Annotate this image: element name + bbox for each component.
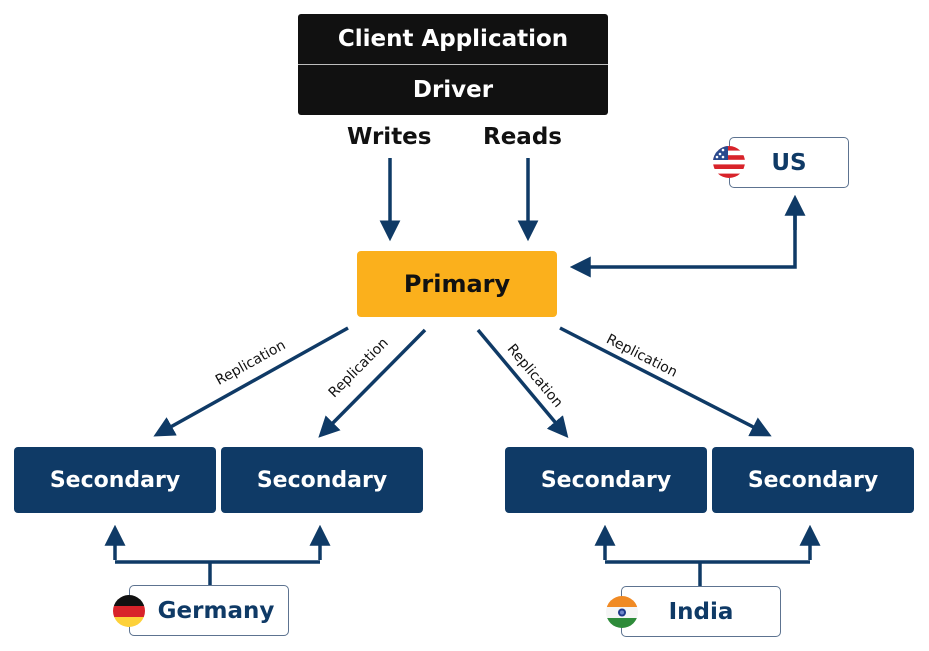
replication-arrow-2 xyxy=(318,328,427,438)
region-india-label: India xyxy=(668,598,734,625)
primary-node[interactable]: Primary xyxy=(357,251,557,317)
region-india-box[interactable]: India xyxy=(621,586,781,637)
secondary-node-2[interactable]: Secondary xyxy=(221,447,423,513)
secondary-node-1[interactable]: Secondary xyxy=(14,447,216,513)
region-germany-label: Germany xyxy=(157,597,275,624)
client-application-box[interactable]: Client Application xyxy=(337,26,569,52)
client-stack: Client Application Driver xyxy=(298,14,608,115)
reads-label: Reads xyxy=(483,124,562,150)
secondary-node-4[interactable]: Secondary xyxy=(712,447,914,513)
replication-arrow-4 xyxy=(559,326,772,437)
region-us-box[interactable]: US xyxy=(729,137,849,188)
stack-divider xyxy=(298,64,608,65)
india-flag-icon xyxy=(606,596,638,628)
region-us-label: US xyxy=(771,149,807,176)
replication-arrow-3 xyxy=(476,328,569,439)
replication-arrow-1 xyxy=(153,326,349,437)
us-to-primary-arrow xyxy=(569,206,797,278)
us-flag-icon xyxy=(713,146,745,178)
writes-label: Writes xyxy=(347,124,432,150)
region-germany-box[interactable]: Germany xyxy=(129,585,289,636)
driver-box[interactable]: Driver xyxy=(412,77,494,103)
germany-flag-icon xyxy=(113,595,145,627)
secondary-node-3[interactable]: Secondary xyxy=(505,447,707,513)
